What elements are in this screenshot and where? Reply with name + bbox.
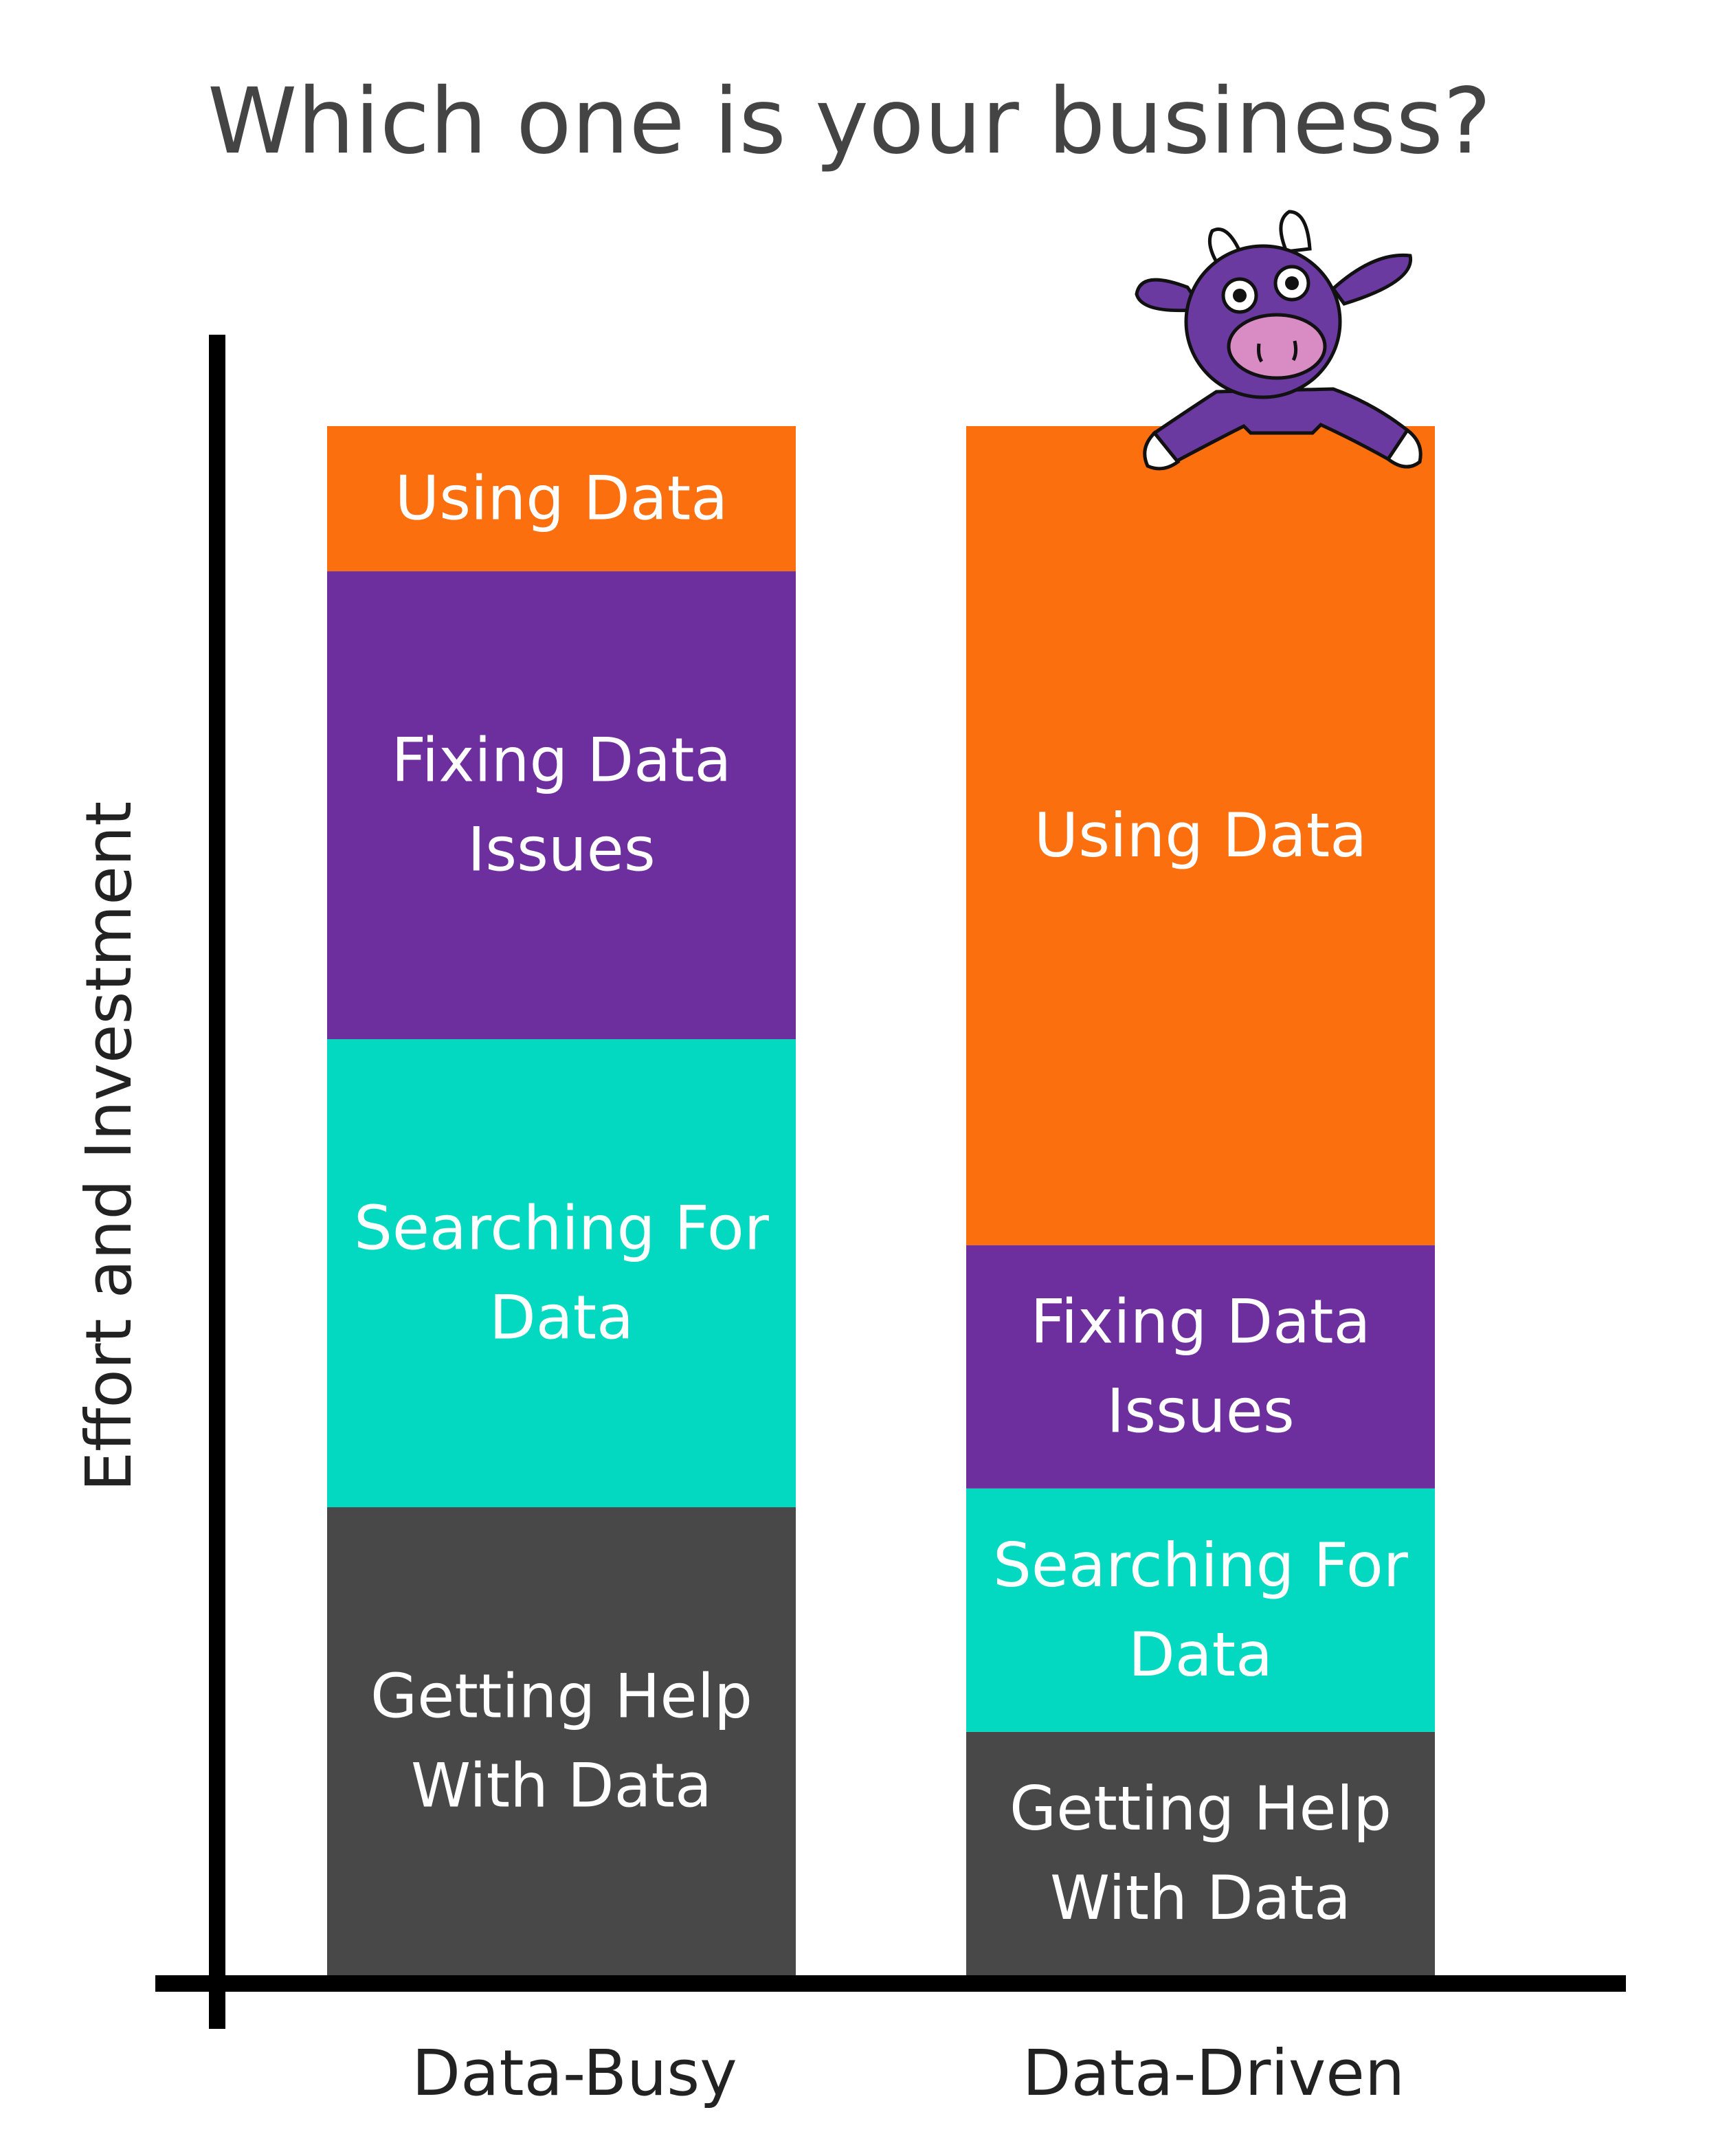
cow-hoof-right	[1385, 427, 1423, 469]
bar-segment-data-driven-using-data	[966, 426, 1435, 1245]
cow-horn-right	[1279, 210, 1312, 254]
category-label-data-driven: Data-Driven	[1023, 2036, 1405, 2110]
bar-segment-data-busy-using-data	[327, 426, 796, 572]
cow-ear-left	[1135, 278, 1206, 313]
bar-segment-data-driven-searching-for-data	[966, 1488, 1435, 1732]
bar-segment-data-driven-getting-help-with-data	[966, 1731, 1435, 1975]
bar-segment-data-busy-fixing-data-issues	[327, 571, 796, 1040]
cow-ear-right	[1330, 253, 1413, 306]
purple-cow-mascot	[1135, 210, 1423, 471]
bar-segment-data-busy-searching-for-data	[327, 1039, 796, 1508]
chart-title: Which one is your business?	[208, 69, 1491, 175]
y-axis-label: Effort and Investment	[72, 801, 146, 1491]
segment-label-data-busy-using-data: Using Data	[395, 463, 728, 534]
cow-body	[1152, 387, 1410, 465]
category-label-data-busy: Data-Busy	[412, 2036, 737, 2110]
bar-segment-data-busy-getting-help-with-data	[327, 1507, 796, 1975]
cow-hoof-left	[1143, 430, 1181, 471]
bar-segment-data-driven-fixing-data-issues	[966, 1245, 1435, 1489]
category-labels: Data-Busy Data-Driven	[412, 2036, 1405, 2110]
cow-snout	[1227, 313, 1327, 380]
segment-label-data-driven-using-data: Using Data	[1034, 800, 1367, 871]
